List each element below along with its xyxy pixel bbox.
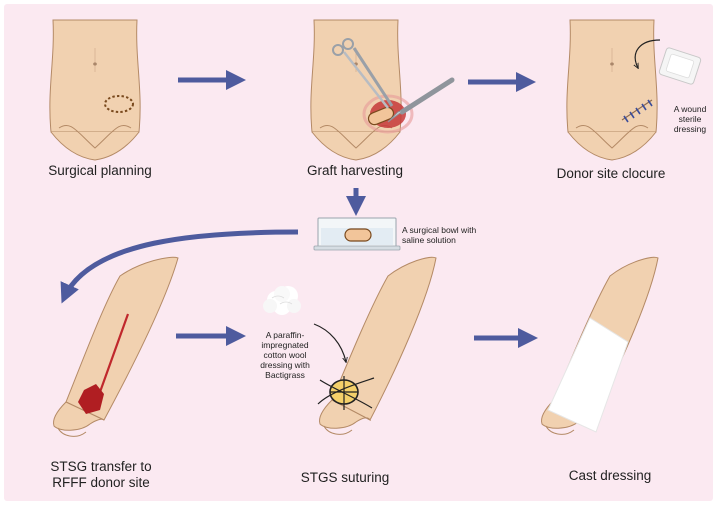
label-line: RFFF donor site	[52, 475, 150, 490]
annotation-line: dressing with	[260, 360, 310, 370]
torso-icon	[49, 19, 141, 161]
annotation-line: A surgical bowl with	[402, 225, 477, 235]
label-surgical-planning: Surgical planning	[48, 163, 152, 178]
annotation-line: cotton wool	[263, 350, 307, 360]
annotation-paraffin-dressing: A paraffin- impregnated cotton wool dres…	[250, 330, 320, 380]
annotation-line: A wound	[673, 104, 707, 114]
annotation-line: saline solution	[402, 235, 456, 245]
torso-body	[49, 19, 141, 133]
planned-graft-outline	[104, 95, 134, 113]
label-stgs-suturing: STGS suturing	[300, 470, 390, 485]
label-line: STSG transfer to	[50, 459, 152, 474]
background-panel	[4, 4, 713, 501]
flow-arrow-icon	[60, 229, 299, 304]
graft-icon	[344, 228, 372, 242]
rfff-donor-wound	[78, 384, 104, 414]
annotation-surgical-bowl: A surgical bowl with saline solution	[402, 225, 476, 245]
torso-icon	[566, 19, 658, 161]
annotation-line: dressing	[673, 124, 707, 134]
annotation-line: A paraffin-	[265, 330, 305, 340]
annotation-line: sterile	[678, 114, 702, 124]
forceps-icon	[332, 38, 394, 109]
label-donor-site-closure: Donor site clocure	[556, 166, 666, 181]
cotton-wool-icon	[263, 286, 301, 315]
cast-icon	[547, 317, 629, 433]
forearm-icon	[317, 256, 437, 435]
rfff-incision	[98, 313, 130, 393]
suture-icon	[621, 99, 653, 123]
forearm-icon	[53, 256, 179, 437]
forearm-icon	[541, 256, 659, 435]
label-stsg-transfer: STSG transfer to RFFF donor site	[36, 459, 166, 491]
label-cast-dressing: Cast dressing	[568, 468, 652, 483]
scalpel-icon	[387, 77, 455, 123]
graft-icon	[367, 106, 395, 126]
annotation-wound-dressing: A wound sterile dressing	[668, 104, 712, 134]
dressing-apply-arrow	[635, 39, 661, 68]
dressing-pointer-arrow	[313, 323, 346, 362]
annotation-line: Bactigrass	[265, 370, 305, 380]
suture-icon	[317, 376, 375, 410]
label-graft-harvesting: Graft harvesting	[306, 163, 404, 178]
surgical-bowl-icon	[313, 217, 401, 251]
annotation-line: impregnated	[261, 340, 309, 350]
